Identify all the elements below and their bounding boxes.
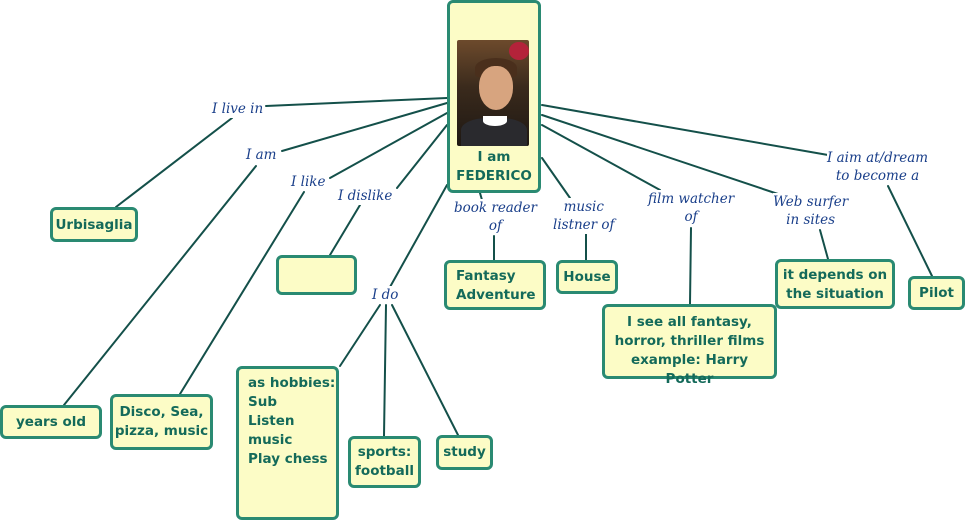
line-center-to-film (541, 124, 661, 191)
node-sports[interactable]: sports: football (348, 436, 421, 488)
line-web-to-box (819, 229, 829, 260)
line-center-to-music (541, 157, 571, 199)
link-label-book-reader: book reader of (454, 199, 537, 235)
link-label-aim-at: I aim at/dream to become a (827, 149, 929, 185)
line-center-to-ido (389, 184, 448, 288)
link-label-web-surfer: Web surfer in sites (773, 193, 849, 229)
profile-photo (457, 40, 529, 146)
line-like-to-likes (179, 191, 305, 395)
line-live-to-urbisaglia (115, 117, 233, 208)
node-likes[interactable]: Disco, Sea, pizza, music (110, 394, 213, 450)
node-years-old[interactable]: years old (0, 405, 102, 439)
line-center-to-live (265, 97, 448, 107)
center-node-label: I am FEDERICO (456, 149, 532, 184)
node-films[interactable]: I see all fantasy, horror, thriller film… (602, 304, 777, 387)
node-music[interactable]: House (556, 260, 618, 294)
link-label-i-do: I do (372, 286, 399, 304)
node-hobbies[interactable]: as hobbies: Sub Listen music Play chess (236, 366, 339, 520)
line-ido-to-sports (383, 304, 387, 437)
node-web[interactable]: it depends on the situation (775, 259, 895, 309)
node-study[interactable]: study (436, 435, 493, 470)
node-dislikes[interactable] (276, 255, 357, 295)
line-center-to-like (329, 112, 448, 179)
line-aim-to-pilot (887, 185, 933, 277)
link-label-i-am: I am (246, 146, 277, 164)
link-label-film-watcher: film watcher of (648, 190, 735, 226)
line-dislike-to-box (329, 204, 361, 256)
link-label-i-dislike: I dislike (338, 187, 393, 205)
center-node[interactable]: I am FEDERICO (447, 0, 541, 193)
line-ido-to-study (391, 304, 459, 436)
line-ido-to-hobbies (339, 304, 381, 367)
node-dream[interactable]: Pilot (908, 276, 965, 310)
line-film-to-box (689, 227, 692, 305)
line-center-to-dislike (396, 124, 448, 189)
link-label-music-listener: music listner of (553, 198, 615, 234)
line-center-to-book (479, 192, 483, 201)
link-label-live-in: I live in (212, 100, 264, 118)
line-center-to-web (541, 114, 779, 195)
link-label-i-like: I like (291, 173, 326, 191)
line-center-to-aim (541, 104, 829, 156)
node-books[interactable]: Fantasy Adventure (444, 260, 546, 310)
node-urbisaglia[interactable]: Urbisaglia (50, 207, 138, 242)
line-iam-to-years (63, 165, 257, 406)
line-center-to-iam (281, 102, 448, 152)
